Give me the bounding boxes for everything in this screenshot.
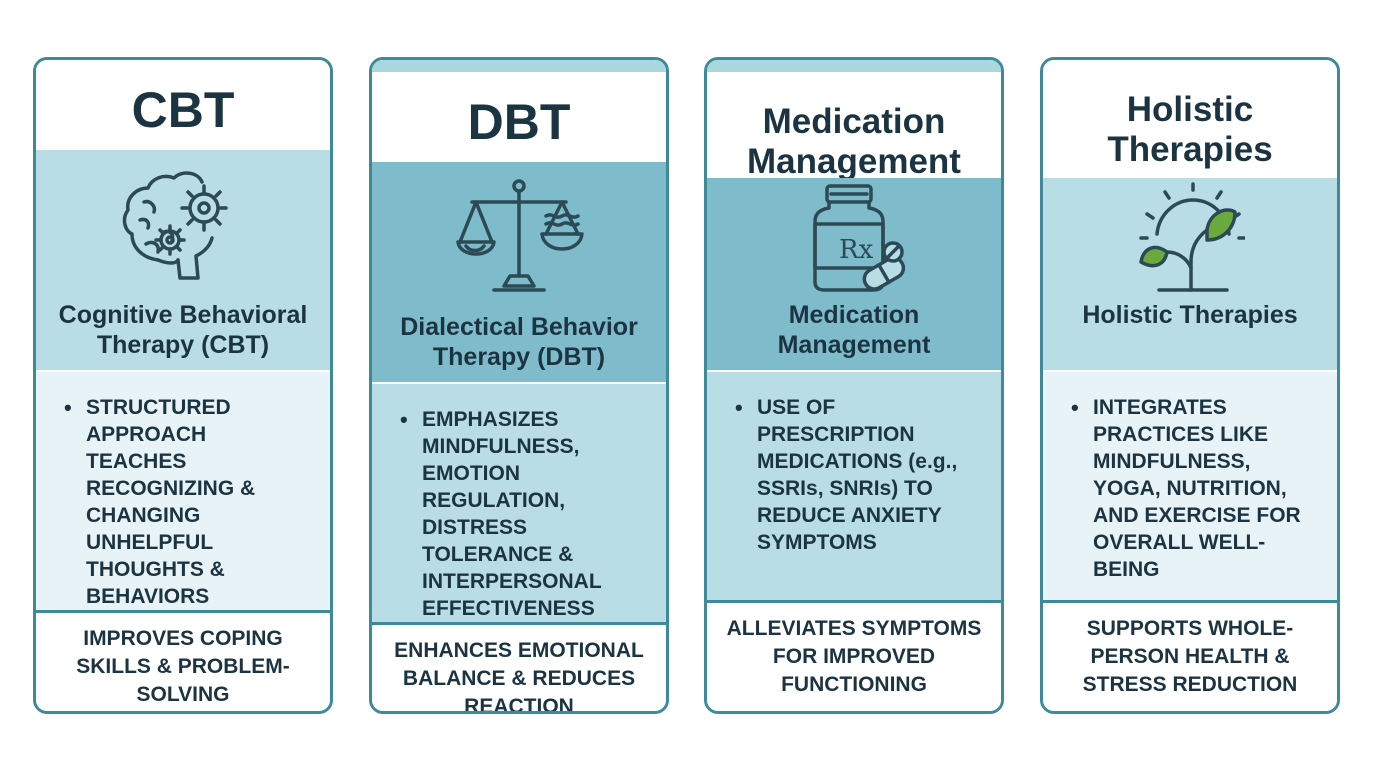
card-medication: Medication Management Rx Medication Mana… (704, 57, 1004, 714)
card-subtitle: Dialectical Behavior Therapy (DBT) (400, 313, 638, 371)
card-outcome: SUPPORTS WHOLE-PERSON HEALTH & STRESS RE… (1043, 603, 1337, 711)
card-bullet: EMPHASIZES MINDFULNESS, EMOTION REGULATI… (400, 406, 648, 622)
card-subtitle: Holistic Therapies (1082, 301, 1298, 329)
card-feature-panel: Holistic Therapies (1043, 178, 1337, 372)
card-title: Holistic Therapies (1043, 60, 1337, 178)
card-outcome: IMPROVES COPING SKILLS & PROBLEM-SOLVING (36, 613, 330, 711)
card-description: USE OF PRESCRIPTION MEDICATIONS (e.g., S… (707, 372, 1001, 603)
card-cbt: CBT (33, 57, 333, 714)
card-outcome: ALLEVIATES SYMPTOMS FOR IMPROVED FUNCTIO… (707, 603, 1001, 711)
card-subtitle: Cognitive Behavioral Therapy (CBT) (58, 301, 308, 359)
card-subtitle: Medication Management (777, 301, 931, 359)
card-dbt: DBT Dialectical Behavior Therapy (DBT) E… (369, 57, 669, 714)
pill-bottle-icon: Rx (799, 178, 909, 300)
card-title: Medication Management (707, 60, 1001, 181)
card-feature-panel: Cognitive Behavioral Therapy (CBT) (36, 150, 330, 372)
card-description: INTEGRATES PRACTICES LIKE MINDFULNESS, Y… (1043, 372, 1337, 603)
card-feature-panel: Dialectical Behavior Therapy (DBT) (372, 162, 666, 384)
card-holistic: Holistic Therapies Holistic Therapies IN… (1040, 57, 1340, 714)
card-outcome: ENHANCES EMOTIONAL BALANCE & REDUCES REA… (372, 625, 666, 711)
card-title: DBT (372, 60, 666, 162)
card-title: CBT (36, 60, 330, 150)
sprout-sun-icon (1135, 178, 1245, 300)
card-description: STRUCTURED APPROACH TEACHES RECOGNIZING … (36, 372, 330, 613)
card-bullet: STRUCTURED APPROACH TEACHES RECOGNIZING … (64, 394, 312, 610)
rx-label: Rx (839, 235, 874, 265)
balance-scale-icon (454, 162, 584, 312)
card-bullet: USE OF PRESCRIPTION MEDICATIONS (e.g., S… (735, 394, 983, 556)
card-feature-panel: Rx Medication Management (707, 178, 1001, 372)
card-description: EMPHASIZES MINDFULNESS, EMOTION REGULATI… (372, 384, 666, 625)
card-bullet: INTEGRATES PRACTICES LIKE MINDFULNESS, Y… (1071, 394, 1319, 583)
brain-gears-icon (118, 150, 248, 300)
